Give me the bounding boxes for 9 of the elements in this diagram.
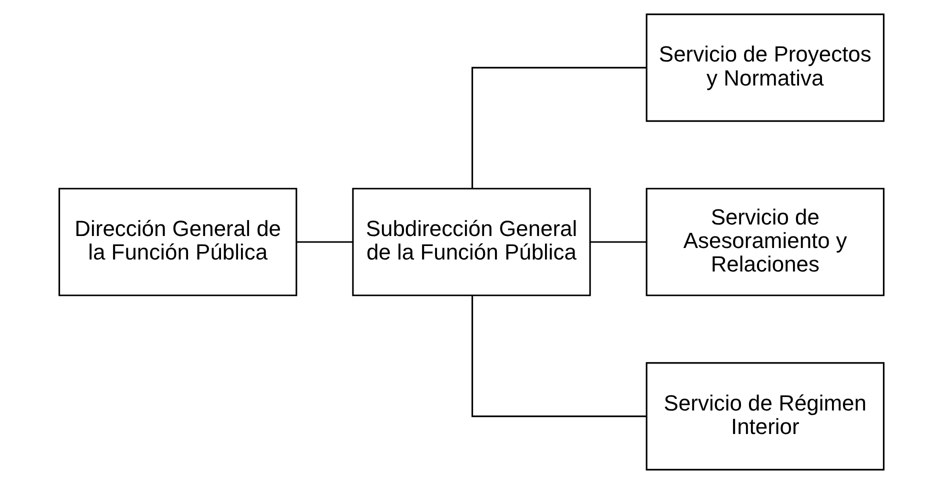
node-box: Servicio de Asesoramiento y Relaciones bbox=[646, 188, 884, 296]
node-box: Servicio de Proyectos y Normativa bbox=[646, 14, 884, 122]
node-box: Servicio de Régimen Interior bbox=[646, 362, 884, 470]
connector bbox=[472, 66, 646, 188]
connector bbox=[296, 241, 352, 243]
node-box: Subdirección General de la Función Pública bbox=[352, 188, 591, 296]
connector bbox=[472, 296, 646, 418]
node-box: Dirección General de la Función Pública bbox=[58, 188, 298, 296]
connector bbox=[590, 241, 646, 243]
